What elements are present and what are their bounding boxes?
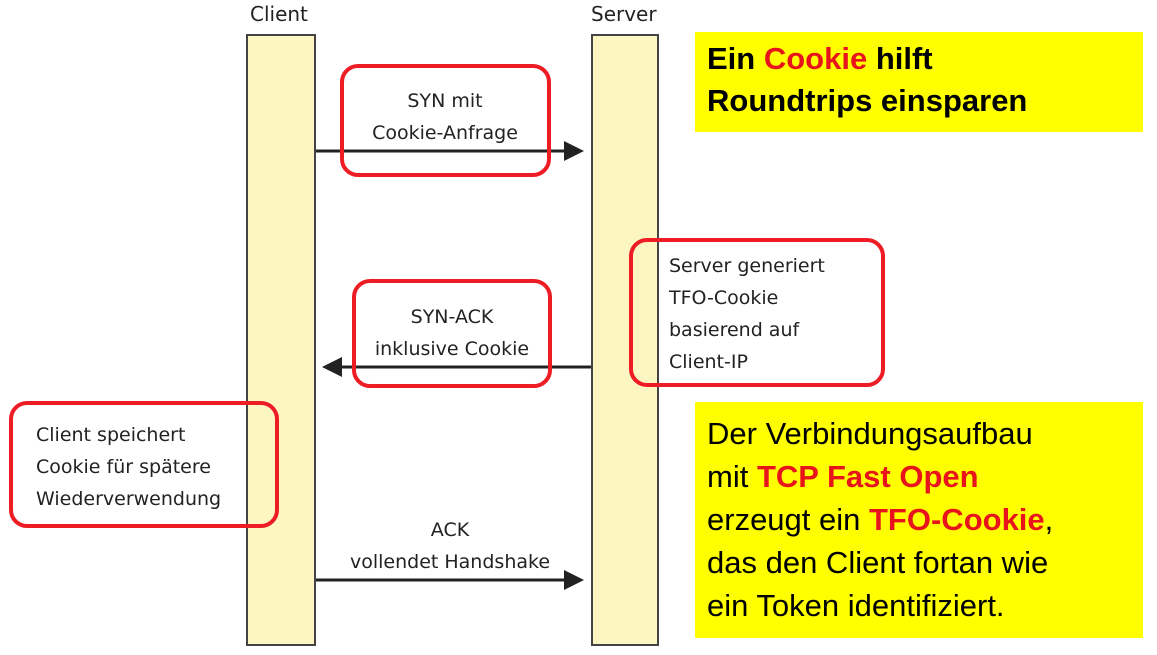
callout-bottom-line2-highlight: TCP Fast Open — [756, 459, 979, 494]
syn-message: SYN mit Cookie-Anfrage — [340, 85, 550, 149]
callout-bottom-line3-post: , — [1044, 502, 1054, 537]
client-note-highlight-box — [9, 401, 279, 528]
server-note-line-2: TFO-Cookie — [669, 287, 779, 309]
server-note-line-3: basierend auf — [669, 319, 800, 341]
client-note-line-1: Client speichert — [36, 424, 186, 446]
ack-line-1: ACK — [430, 519, 470, 541]
callout-bottom-line3-pre: erzeugt ein — [707, 502, 869, 537]
synack-message: SYN-ACK inklusive Cookie — [352, 301, 552, 365]
callout-bottom-line2-pre: mit — [707, 459, 757, 494]
callout-top-part2: hilft — [867, 41, 933, 76]
synack-highlight-box — [352, 279, 552, 388]
client-note-line-3: Wiederverwendung — [36, 488, 222, 510]
server-note-highlight-box — [629, 238, 885, 387]
callout-bottom-line4: das den Client fortan wie — [707, 545, 1049, 580]
client-note: Client speichert Cookie für spätere Wied… — [36, 419, 221, 515]
callout-bottom-line3-highlight: TFO-Cookie — [869, 502, 1045, 537]
client-lane-label: Client — [250, 2, 308, 26]
server-note: Server generiert TFO-Cookie basierend au… — [669, 250, 825, 378]
client-note-line-2: Cookie für spätere — [36, 456, 211, 478]
server-lifeline — [591, 34, 659, 646]
server-lane-label: Server — [591, 2, 657, 26]
server-note-line-4: Client-IP — [669, 351, 748, 373]
tfo-callout: Der Verbindungsaufbau mit TCP Fast Open … — [695, 402, 1143, 638]
synack-line-1: SYN-ACK — [410, 306, 494, 328]
callout-bottom-line5: ein Token identifiziert. — [707, 588, 1005, 623]
callout-top-line2: Roundtrips einsparen — [707, 83, 1028, 118]
ack-arrow — [316, 570, 584, 590]
syn-highlight-box — [340, 64, 551, 177]
callout-bottom-line1: Der Verbindungsaufbau — [707, 416, 1033, 451]
ack-message: ACK vollendet Handshake — [330, 514, 570, 578]
synack-line-2: inklusive Cookie — [374, 338, 530, 360]
client-lifeline — [246, 34, 316, 646]
ack-line-2: vollendet Handshake — [349, 551, 551, 573]
syn-arrow — [316, 141, 584, 161]
server-note-line-1: Server generiert — [669, 255, 825, 277]
callout-top-part1: Ein — [707, 41, 764, 76]
syn-line-2: Cookie-Anfrage — [372, 122, 518, 144]
syn-line-1: SYN mit — [407, 90, 483, 112]
callout-top-highlight: Cookie — [763, 41, 868, 76]
cookie-callout: Ein Cookie hilft Roundtrips einsparen — [695, 32, 1143, 132]
